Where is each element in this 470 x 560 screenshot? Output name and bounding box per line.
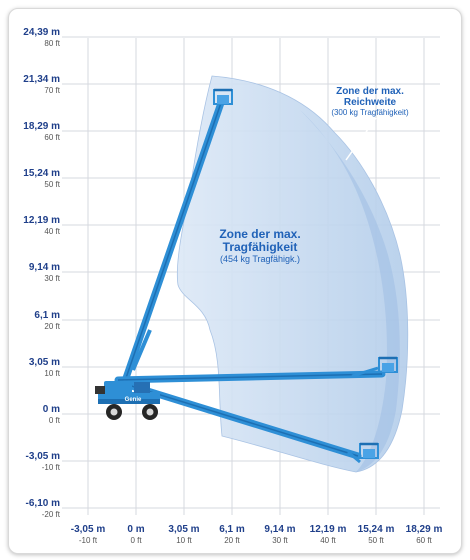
- y-tick-label: 6,1 m 20 ft: [6, 310, 60, 332]
- x-tick-feet: 0 ft: [130, 536, 142, 545]
- zone-capacity-subtitle: (454 kg Tragfähigk.): [219, 254, 301, 264]
- x-tick-label: 3,05 m 10 ft: [159, 524, 209, 546]
- y-tick-feet: -10 ft: [41, 463, 60, 472]
- x-tick-label: 12,19 m 40 ft: [303, 524, 353, 546]
- boom-lift-machine: Genie: [95, 381, 160, 420]
- x-tick-meters: 3,05 m: [168, 524, 200, 535]
- x-tick-feet: 40 ft: [320, 536, 336, 545]
- machine-brand-label: Genie: [125, 397, 142, 403]
- y-tick-label: 9,14 m 30 ft: [6, 262, 60, 284]
- x-tick-feet: 10 ft: [176, 536, 192, 545]
- zone-capacity-title-line1: Zone der max.: [219, 227, 301, 241]
- y-tick-feet: 60 ft: [44, 133, 60, 142]
- y-tick-feet: 50 ft: [44, 180, 60, 189]
- y-tick-feet: 20 ft: [44, 322, 60, 331]
- y-tick-meters: 24,39 m: [23, 27, 60, 38]
- y-tick-meters: 6,1 m: [34, 310, 60, 321]
- x-tick-meters: -3,05 m: [70, 524, 106, 535]
- boom-up-position: [122, 88, 233, 382]
- y-tick-feet: 80 ft: [44, 39, 60, 48]
- y-tick-label: -6,10 m -20 ft: [6, 498, 60, 520]
- y-tick-label: 18,29 m 60 ft: [6, 121, 60, 143]
- y-tick-feet: 70 ft: [44, 86, 60, 95]
- x-tick-meters: 6,1 m: [219, 524, 245, 535]
- x-tick-meters: 9,14 m: [264, 524, 296, 535]
- y-tick-feet: -20 ft: [41, 510, 60, 519]
- wheel-icon: [142, 404, 158, 420]
- wheel-icon: [106, 404, 122, 420]
- y-tick-meters: 18,29 m: [23, 121, 60, 132]
- x-tick-label: 9,14 m 30 ft: [255, 524, 305, 546]
- y-tick-feet: 0 ft: [48, 416, 60, 425]
- boom-horizontal-position: [114, 356, 398, 384]
- y-tick-label: 21,34 m 70 ft: [6, 74, 60, 96]
- max-capacity-zone-label: Zone der max. Tragfähigkeit (454 kg Trag…: [190, 228, 330, 265]
- x-tick-meters: 0 m: [127, 524, 145, 535]
- y-tick-meters: 15,24 m: [23, 168, 60, 179]
- max-reach-zone-label: Zone der max. Reichweite (300 kg Tragfäh…: [316, 86, 424, 118]
- x-tick-feet: -10 ft: [78, 536, 98, 545]
- x-tick-feet: 60 ft: [416, 536, 432, 545]
- y-tick-label: 15,24 m 50 ft: [6, 168, 60, 190]
- x-tick-feet: 50 ft: [368, 536, 384, 545]
- y-tick-meters: 0 m: [42, 404, 60, 415]
- x-tick-meters: 12,19 m: [309, 524, 347, 535]
- x-tick-feet: 20 ft: [224, 536, 240, 545]
- x-tick-label: 18,29 m 60 ft: [399, 524, 449, 546]
- zone-reach-subtitle: (300 kg Tragfähigkeit): [331, 108, 409, 117]
- x-tick-label: 15,24 m 50 ft: [351, 524, 401, 546]
- y-tick-label: 0 m 0 ft: [6, 404, 60, 426]
- zone-reach-title-line1: Zone der max.: [336, 86, 404, 97]
- x-tick-label: 0 m 0 ft: [111, 524, 161, 546]
- zone-capacity-title-line2: Tragfähigkeit: [222, 240, 298, 254]
- y-tick-feet: 10 ft: [44, 369, 60, 378]
- x-tick-label: -3,05 m -10 ft: [63, 524, 113, 546]
- y-tick-meters: -3,05 m: [25, 451, 60, 462]
- x-tick-meters: 18,29 m: [405, 524, 443, 535]
- y-tick-label: 12,19 m 40 ft: [6, 215, 60, 237]
- x-tick-label: 6,1 m 20 ft: [207, 524, 257, 546]
- boom-down-position: [121, 380, 379, 464]
- y-tick-meters: 21,34 m: [23, 74, 60, 85]
- y-tick-meters: 3,05 m: [28, 357, 60, 368]
- y-tick-meters: 12,19 m: [23, 215, 60, 226]
- x-tick-feet: 30 ft: [272, 536, 288, 545]
- y-tick-meters: -6,10 m: [25, 498, 60, 509]
- y-tick-label: 24,39 m 80 ft: [6, 27, 60, 49]
- x-tick-meters: 15,24 m: [357, 524, 395, 535]
- zone-reach-title-line2: Reichweite: [343, 97, 397, 108]
- y-tick-label: 3,05 m 10 ft: [6, 357, 60, 379]
- y-tick-label: -3,05 m -10 ft: [6, 451, 60, 473]
- y-tick-meters: 9,14 m: [28, 262, 60, 273]
- reach-zone-pointer: [345, 117, 377, 161]
- y-tick-feet: 30 ft: [44, 274, 60, 283]
- y-tick-feet: 40 ft: [44, 227, 60, 236]
